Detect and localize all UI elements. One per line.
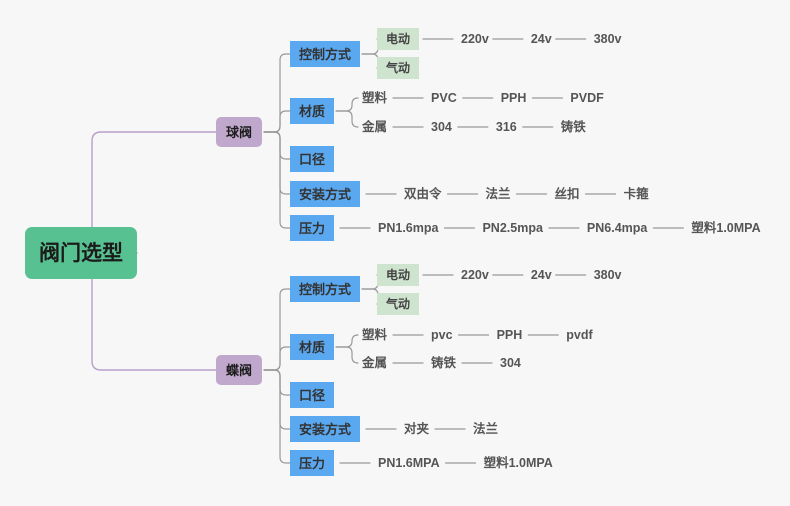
leaf-node[interactable]: 380v — [593, 267, 622, 282]
leaf-node[interactable]: PVDF — [570, 90, 604, 105]
leaf-node[interactable]: 316 — [495, 119, 517, 134]
root-node[interactable]: 阀门选型 — [25, 227, 137, 279]
leaf-node[interactable]: PPH — [496, 327, 523, 342]
leaf-node[interactable]: 塑料1.0MPA — [483, 455, 553, 470]
category-node-材质[interactable]: 材质 — [290, 334, 335, 360]
leaf-node[interactable]: PPH — [500, 90, 527, 105]
valve-node-球阀[interactable]: 球阀 — [216, 117, 263, 147]
leaf-node[interactable]: PN6.4mpa — [586, 220, 648, 235]
leaf-node[interactable]: 丝扣 — [554, 186, 580, 201]
group-node-金属[interactable]: 金属 — [362, 355, 388, 370]
tag-node-气动[interactable]: 气动 — [377, 293, 420, 315]
category-node-压力[interactable]: 压力 — [290, 215, 335, 241]
leaf-node[interactable]: 塑料1.0MPA — [691, 220, 761, 235]
leaf-node[interactable]: pvdf — [566, 327, 593, 342]
group-node-塑料[interactable]: 塑料 — [362, 90, 388, 105]
group-node-金属[interactable]: 金属 — [362, 119, 388, 134]
leaf-node[interactable]: 220v — [461, 267, 489, 282]
leaf-node[interactable]: pvc — [431, 327, 453, 342]
leaf-node[interactable]: 铸铁 — [560, 119, 586, 134]
leaf-node[interactable]: 220v — [461, 31, 489, 46]
category-node-控制方式[interactable]: 控制方式 — [290, 41, 361, 67]
tag-node-气动[interactable]: 气动 — [377, 57, 420, 79]
category-node-口径[interactable]: 口径 — [290, 146, 335, 172]
leaf-node[interactable]: PVC — [431, 90, 457, 105]
valve-node-蝶阀[interactable]: 蝶阀 — [216, 355, 263, 385]
leaf-node[interactable]: 380v — [593, 31, 622, 46]
leaf-node[interactable]: 304 — [431, 119, 452, 134]
category-node-压力[interactable]: 压力 — [290, 450, 335, 476]
leaf-node[interactable]: PN1.6mpa — [378, 220, 439, 235]
category-node-安装方式[interactable]: 安装方式 — [290, 416, 361, 442]
tag-node-电动[interactable]: 电动 — [377, 264, 420, 286]
category-node-口径[interactable]: 口径 — [290, 382, 335, 408]
leaf-node[interactable]: 304 — [500, 355, 521, 370]
leaf-node[interactable]: 24v — [530, 31, 552, 46]
leaf-node[interactable]: 双由令 — [404, 186, 442, 201]
leaf-node[interactable]: 24v — [530, 267, 552, 282]
category-node-材质[interactable]: 材质 — [290, 98, 335, 124]
leaf-node[interactable]: 法兰 — [473, 421, 499, 436]
category-node-控制方式[interactable]: 控制方式 — [290, 276, 361, 302]
tag-node-电动[interactable]: 电动 — [377, 28, 420, 50]
leaf-node[interactable]: 卡箍 — [623, 186, 649, 201]
leaf-node[interactable]: 对夹 — [404, 421, 430, 436]
leaf-node[interactable]: 法兰 — [485, 186, 511, 201]
leaf-node[interactable]: PN2.5mpa — [482, 220, 543, 235]
leaf-node[interactable]: PN1.6MPA — [378, 455, 440, 470]
category-node-安装方式[interactable]: 安装方式 — [290, 181, 361, 207]
group-node-塑料[interactable]: 塑料 — [362, 327, 388, 342]
leaf-node[interactable]: 铸铁 — [431, 355, 457, 370]
